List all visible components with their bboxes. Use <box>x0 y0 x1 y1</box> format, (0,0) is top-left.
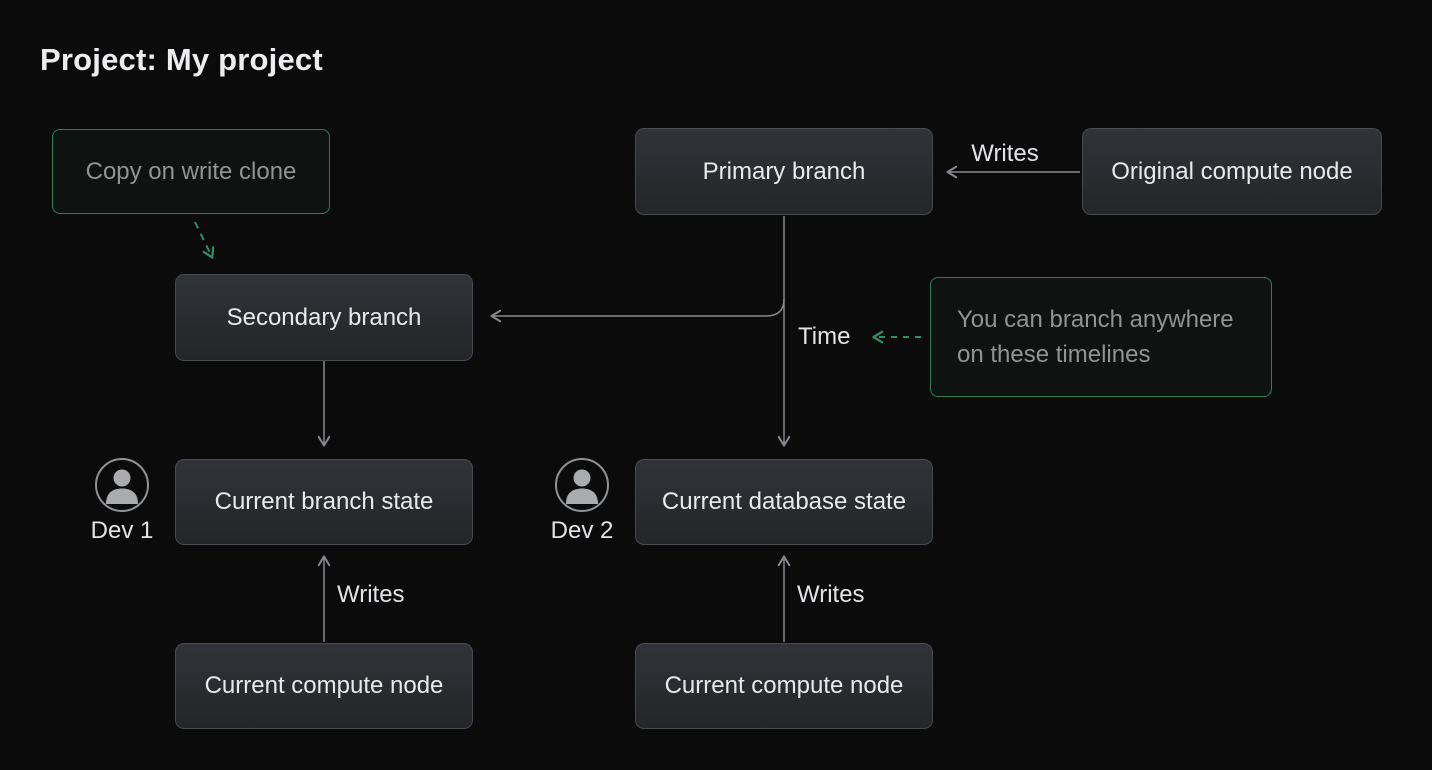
node-current-branch-state: Current branch state <box>175 459 473 545</box>
edge-label-writes-left: Writes <box>337 581 405 608</box>
node-current-compute-left-label: Current compute node <box>204 672 444 699</box>
page-title: Project: My project <box>40 42 323 77</box>
node-current-compute-right-label: Current compute node <box>664 672 904 699</box>
dashed-arrow-clone-to-secondary <box>194 221 215 259</box>
arrow-timeline-to-secondary <box>490 298 785 323</box>
node-current-database-state-label: Current database state <box>661 488 907 515</box>
node-current-branch-state-label: Current branch state <box>214 488 434 515</box>
node-original-compute: Original compute node <box>1082 128 1382 215</box>
edge-label-time: Time <box>798 323 851 350</box>
edge-label-writes-top: Writes <box>971 140 1039 167</box>
node-current-compute-left: Current compute node <box>175 643 473 729</box>
dev-2-label: Dev 2 <box>550 517 614 544</box>
node-primary-branch-label: Primary branch <box>702 157 866 185</box>
node-secondary-branch-label: Secondary branch <box>226 303 422 331</box>
note-copy-on-write-clone-text: Copy on write clone <box>85 158 297 185</box>
edge-label-writes-right: Writes <box>797 581 865 608</box>
dev-1-label: Dev 1 <box>90 517 154 544</box>
node-primary-branch: Primary branch <box>635 128 933 215</box>
node-current-database-state: Current database state <box>635 459 933 545</box>
node-secondary-branch: Secondary branch <box>175 274 473 361</box>
note-branch-anywhere-text: You can branch anywhere on these timelin… <box>957 306 1234 368</box>
note-branch-anywhere: You can branch anywhere on these timelin… <box>930 277 1272 397</box>
node-current-compute-right: Current compute node <box>635 643 933 729</box>
note-copy-on-write-clone: Copy on write clone <box>52 129 330 214</box>
person-icon <box>555 458 609 512</box>
node-original-compute-label: Original compute node <box>1111 157 1353 185</box>
person-icon <box>95 458 149 512</box>
